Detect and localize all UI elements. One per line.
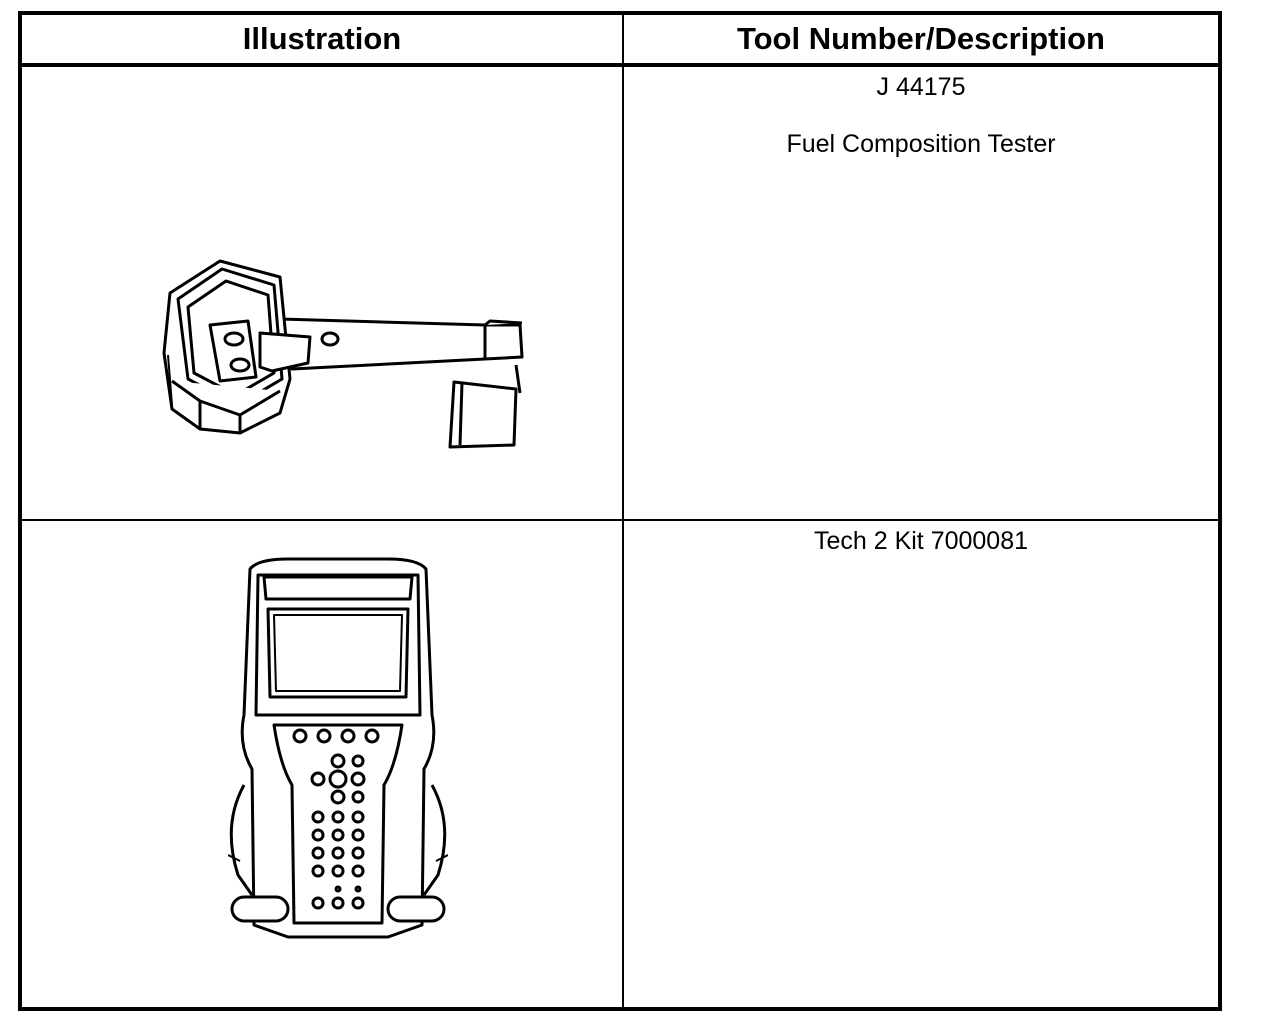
tool-description: Fuel Composition Tester [786, 130, 1056, 158]
table-header-row: Illustration Tool Number/Description [19, 12, 1221, 67]
tool-number-description-header: Tool Number/Description [622, 12, 1221, 67]
tool-description-cell: J 44175 Fuel Composition Tester [622, 64, 1221, 521]
tool-number: J 44175 [876, 73, 966, 101]
illustration-cell [19, 64, 624, 521]
table-row: Tech 2 Kit 7000081 [19, 519, 1221, 1010]
tech-2-scan-tool-icon [228, 557, 448, 939]
tool-number: Tech 2 Kit 7000081 [813, 527, 1029, 555]
illustration-header: Illustration [19, 12, 624, 67]
tool-description-cell: Tech 2 Kit 7000081 [622, 519, 1221, 1010]
table-row: J 44175 Fuel Composition Tester [19, 64, 1221, 521]
fuel-composition-tester-icon [162, 259, 524, 449]
special-tools-table: Illustration Tool Number/Description [18, 11, 1222, 1011]
illustration-cell [19, 519, 624, 1010]
